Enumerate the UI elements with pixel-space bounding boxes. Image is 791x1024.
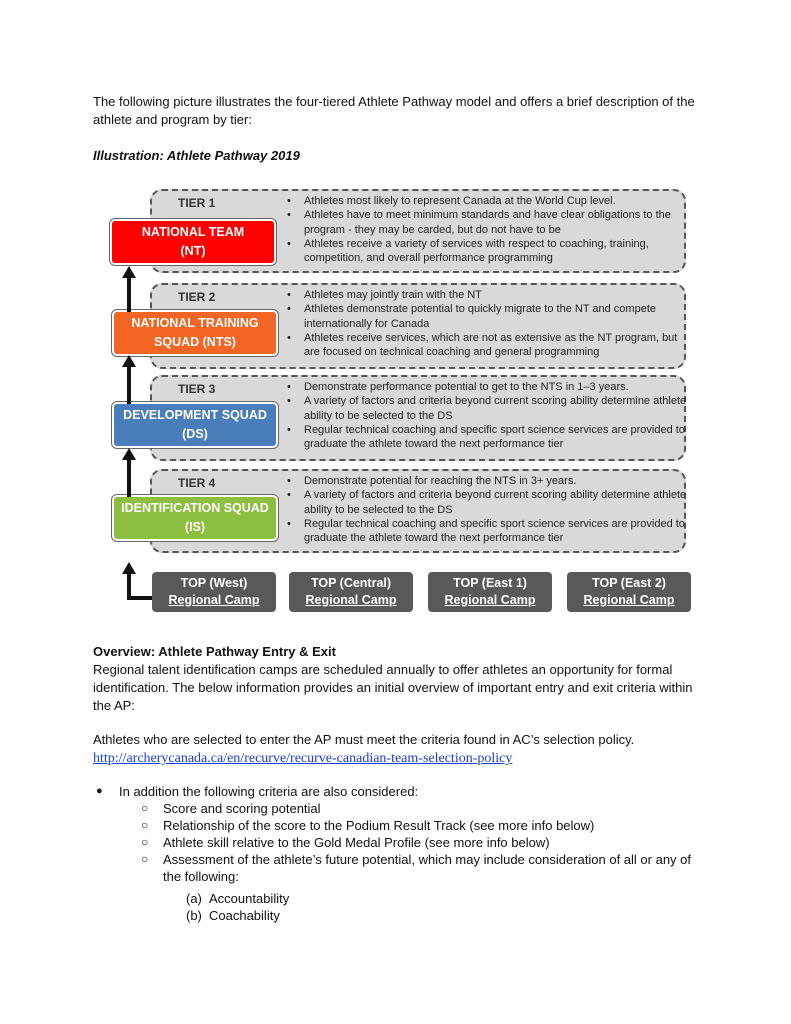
list-item: Relationship of the score to the Podium … [163, 818, 595, 833]
list-item: Assessment of the athlete’s future poten… [163, 852, 691, 884]
camp-central: TOP (Central) Regional Camp [289, 572, 413, 612]
tier-2-label: TIER 2 [178, 290, 216, 304]
bullet-icon: ● [96, 785, 103, 797]
squad-name: IDENTIFICATION SQUAD [121, 501, 269, 515]
connector-line [127, 596, 153, 600]
list-item: Athletes most likely to represent Canada… [287, 194, 687, 209]
squad-abbrev: SQUAD (NTS) [154, 335, 236, 349]
overview-paragraph: Regional talent identification camps are… [93, 662, 693, 713]
arrow-shaft [127, 573, 131, 599]
list-item: Athletes may jointly train with the NT [287, 288, 687, 303]
national-team-box: NATIONAL TEAM (NT) [110, 219, 276, 265]
identification-squad-box: IDENTIFICATION SQUAD (IS) [112, 495, 278, 541]
arrow-up-icon [122, 355, 136, 367]
squad-name: NATIONAL TRAINING [131, 316, 259, 330]
camp-type: Regional Camp [305, 593, 397, 607]
circle-bullet-icon: ○ [141, 818, 149, 832]
illustration-caption: Illustration: Athlete Pathway 2019 [93, 148, 300, 163]
selection-link-wrap: http://archerycanada.ca/en/recurve/recur… [93, 749, 703, 768]
list-item: Demonstrate potential for reaching the N… [287, 474, 687, 489]
camp-name: TOP (East 2) [592, 576, 666, 590]
arrow-shaft [127, 458, 131, 497]
tier-3-bullets: Demonstrate performance potential to get… [287, 380, 687, 451]
athlete-pathway-diagram: TIER 1 Athletes most likely to represent… [0, 0, 791, 640]
list-item: A variety of factors and criteria beyond… [287, 394, 687, 423]
sub-item-marker: (a) [186, 891, 202, 906]
arrow-shaft [127, 365, 131, 404]
sub-item-text: Accountability [209, 891, 290, 906]
tier-3-label: TIER 3 [178, 382, 216, 396]
overview-heading: Overview: Athlete Pathway Entry & Exit [93, 644, 336, 659]
camp-type: Regional Camp [168, 593, 260, 607]
list-item: Athletes have to meet minimum standards … [287, 208, 687, 237]
selection-policy-link[interactable]: http://archerycanada.ca/en/recurve/recur… [93, 751, 513, 766]
camp-west: TOP (West) Regional Camp [152, 572, 276, 612]
tier-4-label: TIER 4 [178, 476, 216, 490]
list-item: Score and scoring potential [163, 801, 321, 816]
camp-name: TOP (West) [180, 576, 248, 590]
list-item: Athletes demonstrate potential to quickl… [287, 302, 687, 331]
squad-name: DEVELOPMENT SQUAD [123, 408, 267, 422]
circle-bullet-icon: ○ [141, 835, 149, 849]
intro-paragraph: The following picture illustrates the fo… [93, 94, 695, 127]
camp-name: TOP (Central) [310, 576, 392, 590]
tier-4-bullets: Demonstrate potential for reaching the N… [287, 474, 687, 545]
arrow-up-icon [122, 448, 136, 460]
list-item: Regular technical coaching and specific … [287, 517, 687, 546]
circle-bullet-icon: ○ [141, 801, 149, 815]
camp-name: TOP (East 1) [453, 576, 527, 590]
camp-east-2: TOP (East 2) Regional Camp [567, 572, 691, 612]
squad-name: NATIONAL TEAM [141, 225, 245, 239]
list-item: A variety of factors and criteria beyond… [287, 488, 687, 517]
selection-paragraph: Athletes who are selected to enter the A… [93, 732, 635, 747]
list-item: Regular technical coaching and specific … [287, 423, 687, 452]
squad-abbrev: (DS) [182, 427, 208, 441]
arrow-shaft [127, 276, 131, 312]
sub-item-text: Coachability [209, 908, 280, 923]
tier-1-bullets: Athletes most likely to represent Canada… [287, 194, 687, 265]
camp-type: Regional Camp [583, 593, 675, 607]
national-training-squad-box: NATIONAL TRAINING SQUAD (NTS) [112, 310, 278, 356]
criteria-intro: In addition the following criteria are a… [119, 784, 419, 799]
tier-1-label: TIER 1 [178, 196, 216, 210]
list-item: Athletes receive a variety of services w… [287, 237, 687, 266]
list-item: Demonstrate performance potential to get… [287, 380, 687, 395]
circle-bullet-icon: ○ [141, 852, 149, 866]
camp-type: Regional Camp [444, 593, 536, 607]
arrow-up-icon [122, 562, 136, 574]
squad-abbrev: (IS) [184, 520, 206, 534]
list-item: Athlete skill relative to the Gold Medal… [163, 835, 550, 850]
squad-abbrev: (NT) [180, 244, 206, 258]
arrow-up-icon [122, 266, 136, 278]
list-item: Athletes receive services, which are not… [287, 331, 687, 360]
sub-item-marker: (b) [186, 908, 202, 923]
tier-2-bullets: Athletes may jointly train with the NT A… [287, 288, 687, 359]
development-squad-box: DEVELOPMENT SQUAD (DS) [112, 402, 278, 448]
camp-east-1: TOP (East 1) Regional Camp [428, 572, 552, 612]
